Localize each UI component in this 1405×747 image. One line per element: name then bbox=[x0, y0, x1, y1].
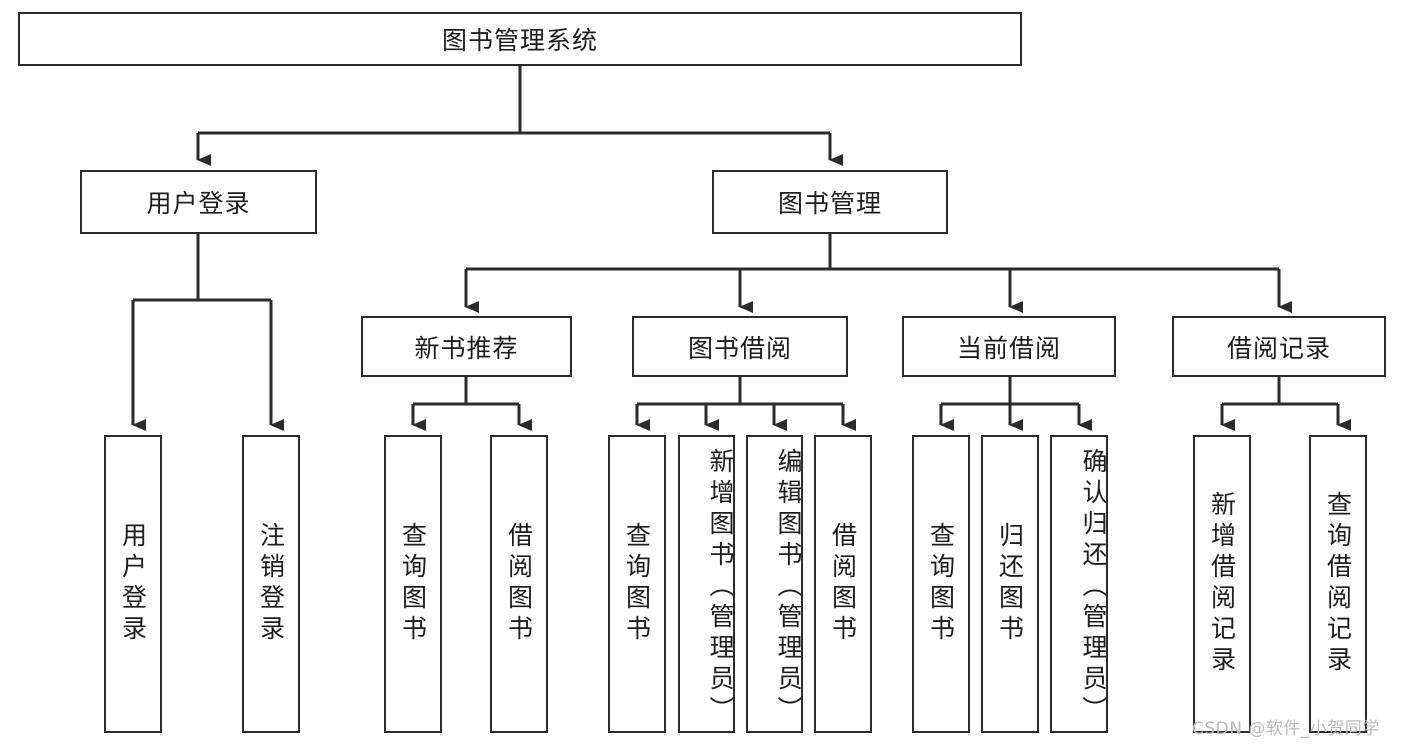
leaf-edit-book-admin[interactable]: 编辑图书（管理员） bbox=[746, 435, 803, 733]
leaf-user-login[interactable]: 用户登录 bbox=[104, 435, 162, 733]
leaf-confirm-return-admin[interactable]: 确认归还（管理员） bbox=[1050, 435, 1108, 733]
node-user-login[interactable]: 用户登录 bbox=[80, 170, 317, 234]
leaf-query-book-current[interactable]: 查询图书 bbox=[912, 435, 970, 733]
leaf-query-borrow-record[interactable]: 查询借阅记录 bbox=[1309, 435, 1367, 733]
node-label: 借阅记录 bbox=[1226, 333, 1331, 363]
leaf-query-book-borrow[interactable]: 查询图书 bbox=[608, 435, 666, 733]
leaf-query-book-new[interactable]: 查询图书 bbox=[384, 435, 442, 733]
node-label: 图书管理系统 bbox=[441, 26, 598, 55]
csdn-watermark: CSDN @软件_小贺同学 bbox=[1192, 719, 1380, 739]
node-label: 注销登录 bbox=[256, 522, 286, 646]
node-label: 查询图书 bbox=[622, 522, 652, 646]
node-label: 用户登录 bbox=[118, 522, 148, 646]
leaf-borrow-book-new[interactable]: 借阅图书 bbox=[490, 435, 548, 733]
node-label: 编辑图书（管理员） bbox=[774, 447, 803, 727]
node-label: 借阅图书 bbox=[828, 522, 858, 646]
node-current-borrow[interactable]: 当前借阅 bbox=[902, 316, 1116, 377]
node-label: 查询借阅记录 bbox=[1323, 491, 1353, 677]
node-label: 归还图书 bbox=[995, 522, 1025, 646]
leaf-logout[interactable]: 注销登录 bbox=[242, 435, 300, 733]
node-label: 查询图书 bbox=[926, 522, 956, 646]
node-label: 图书借阅 bbox=[687, 333, 792, 363]
leaf-add-book-admin[interactable]: 新增图书（管理员） bbox=[678, 435, 735, 733]
node-label: 新书推荐 bbox=[414, 333, 519, 363]
node-label: 确认归还（管理员） bbox=[1079, 447, 1108, 727]
node-new-book-recommend[interactable]: 新书推荐 bbox=[361, 316, 572, 377]
node-label: 图书管理 bbox=[777, 189, 882, 218]
node-book-borrow[interactable]: 图书借阅 bbox=[632, 316, 848, 377]
node-label: 用户登录 bbox=[146, 189, 251, 218]
node-label: 新增图书（管理员） bbox=[706, 447, 735, 727]
leaf-add-borrow-record[interactable]: 新增借阅记录 bbox=[1193, 435, 1251, 733]
node-root-book-management-system[interactable]: 图书管理系统 bbox=[18, 12, 1022, 66]
node-label: 借阅图书 bbox=[504, 522, 534, 646]
leaf-return-book[interactable]: 归还图书 bbox=[981, 435, 1039, 733]
node-label: 当前借阅 bbox=[956, 333, 1061, 363]
node-label: 新增借阅记录 bbox=[1207, 491, 1237, 677]
node-borrow-record[interactable]: 借阅记录 bbox=[1172, 316, 1386, 377]
leaf-borrow-book[interactable]: 借阅图书 bbox=[814, 435, 872, 733]
node-book-management[interactable]: 图书管理 bbox=[712, 170, 948, 234]
node-label: 查询图书 bbox=[398, 522, 428, 646]
